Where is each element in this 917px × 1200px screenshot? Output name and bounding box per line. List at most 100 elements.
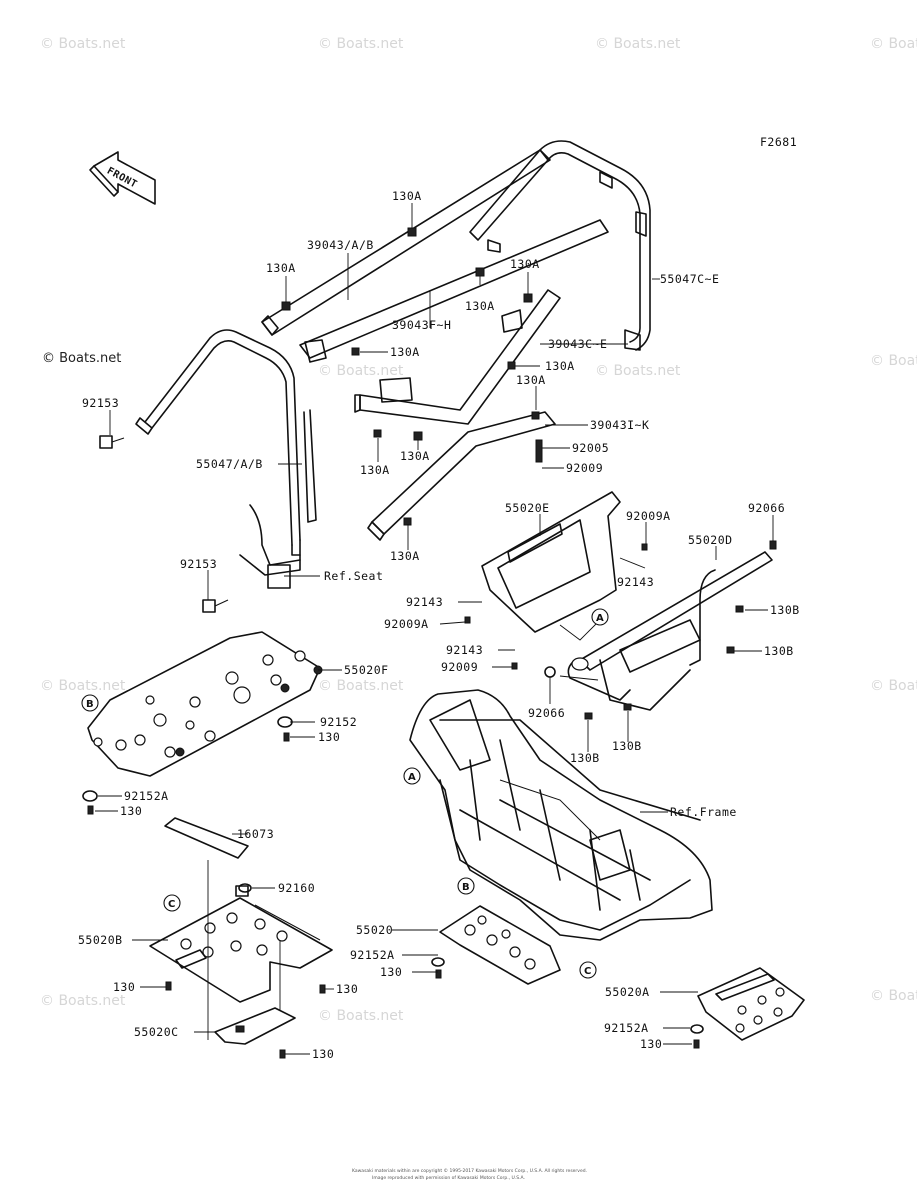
callout-label: 39043I~K xyxy=(590,418,649,432)
watermark: © Boats.net xyxy=(870,988,917,1004)
footer-line: Kawasaki materials within are copyright … xyxy=(352,1167,587,1174)
seat-base-55020e xyxy=(481,491,621,633)
callout-label: 130A xyxy=(390,549,420,563)
watermark: © Boats.net xyxy=(40,678,126,694)
marker-a: A A xyxy=(403,608,609,785)
callout-label: 130A xyxy=(266,261,296,275)
watermark: © Boats.net xyxy=(595,36,681,52)
skid-plate-55020c xyxy=(214,1007,296,1045)
callout-label: 55020D xyxy=(688,533,733,547)
callout-label: 130 xyxy=(318,730,340,744)
callout-label: 92152 xyxy=(320,715,357,729)
callout-label: 92005 xyxy=(572,441,609,455)
callout-label: 130A xyxy=(510,257,540,271)
callout-label: 130A xyxy=(390,345,420,359)
callout-label: 130A xyxy=(516,373,546,387)
callout-label: 92153 xyxy=(82,396,119,410)
callout-label: 39043C~E xyxy=(548,337,607,351)
cross-bars xyxy=(261,149,609,363)
callout-label: Ref.Seat xyxy=(324,569,383,583)
skid-plate-55020b xyxy=(149,885,333,1003)
watermark: © Boats.net xyxy=(318,678,404,694)
callout-label: 130A xyxy=(465,299,495,313)
callout-label: 92009 xyxy=(441,660,478,674)
skid-plate-55020 xyxy=(439,905,561,985)
callout-label: 130A xyxy=(400,449,430,463)
pin-92005-icon xyxy=(535,439,543,463)
main-frame xyxy=(409,689,713,941)
strip-16073 xyxy=(164,817,249,859)
svg-text:A: A xyxy=(408,772,416,783)
callout-label: 92152A xyxy=(604,1021,649,1035)
callout-label: 92143 xyxy=(406,595,443,609)
cross-bar-lower xyxy=(354,289,561,425)
callout-label: 55020C xyxy=(134,1025,179,1039)
callout-label: 130B xyxy=(570,751,600,765)
callout-label: 130 xyxy=(380,965,402,979)
callout-label: 92009A xyxy=(626,509,671,523)
watermark: © Boats.net xyxy=(318,363,404,379)
callout-label: 92152A xyxy=(350,948,395,962)
callout-label: 55020F xyxy=(344,663,389,677)
callout-label: 92143 xyxy=(446,643,483,657)
watermark: © Boats.net xyxy=(870,678,917,694)
svg-text:B: B xyxy=(462,882,470,893)
watermark: © Boats.net xyxy=(40,993,126,1009)
front-arrow-icon: FRONT xyxy=(89,151,156,205)
callout-label: 92153 xyxy=(180,557,217,571)
callout-label: 39043/A/B xyxy=(307,238,374,252)
svg-text:C: C xyxy=(168,899,175,910)
callout-label: 92152A xyxy=(124,789,169,803)
watermark: © Boats.net xyxy=(870,353,917,369)
svg-text:C: C xyxy=(584,966,591,977)
callout-label: 92143 xyxy=(617,575,654,589)
lower-brace xyxy=(367,411,556,541)
callout-label: 130A xyxy=(545,359,575,373)
svg-text:B: B xyxy=(86,699,94,710)
sub-frame-55020d xyxy=(567,551,773,711)
callout-label: Ref.Frame xyxy=(670,805,737,819)
callout-label: 55047/A/B xyxy=(196,457,263,471)
callout-label: 92066 xyxy=(528,706,565,720)
bolts-130a xyxy=(281,227,540,526)
callout-label: 130A xyxy=(392,189,422,203)
callout-label: 55020 xyxy=(356,923,393,937)
callout-label: 55020A xyxy=(605,985,650,999)
callout-label: 92160 xyxy=(278,881,315,895)
callout-label: 130B xyxy=(770,603,800,617)
watermark: © Boats.net xyxy=(40,36,126,52)
figure-code: F2681 xyxy=(760,135,797,149)
watermark: © Boats.net xyxy=(318,1008,404,1024)
watermark: © Boats.net xyxy=(318,36,404,52)
callout-label: 130 xyxy=(120,804,142,818)
marker-c: C C xyxy=(163,894,597,979)
roll-bar-front xyxy=(469,140,651,351)
callout-label: 130B xyxy=(612,739,642,753)
footer-line: Image reproduced with permission of Kawa… xyxy=(372,1175,525,1181)
skid-plate-55020a xyxy=(697,967,805,1041)
callout-label: 130 xyxy=(640,1037,662,1051)
watermarks: © Boats.net © Boats.net © Boats.net © Bo… xyxy=(40,36,917,1024)
callout-label: 130B xyxy=(764,644,794,658)
marker-b: B B xyxy=(81,694,475,895)
callout-label: 55020B xyxy=(78,933,123,947)
callout-label: 92009 xyxy=(566,461,603,475)
watermark: © Boats.net xyxy=(870,36,917,52)
callout-label: 130 xyxy=(113,980,135,994)
svg-text:A: A xyxy=(596,613,604,624)
watermark-dark: © Boats.net xyxy=(42,351,121,366)
callout-labels: 130A 39043/A/B 130A 130A 55047C~E 130A 3… xyxy=(78,189,800,1061)
roll-bar-rear xyxy=(135,329,317,589)
callout-label: 130A xyxy=(360,463,390,477)
bolt-92153-icon xyxy=(99,435,229,613)
callout-label: 16073 xyxy=(237,827,274,841)
leader-lines xyxy=(95,203,774,1055)
callout-label: 92009A xyxy=(384,617,429,631)
callout-label: 55047C~E xyxy=(660,272,719,286)
callout-label: 55020E xyxy=(505,501,550,515)
callout-label: 39043F~H xyxy=(392,318,451,332)
washers xyxy=(82,540,777,1059)
watermark: © Boats.net xyxy=(595,363,681,379)
callout-label: 92066 xyxy=(748,501,785,515)
